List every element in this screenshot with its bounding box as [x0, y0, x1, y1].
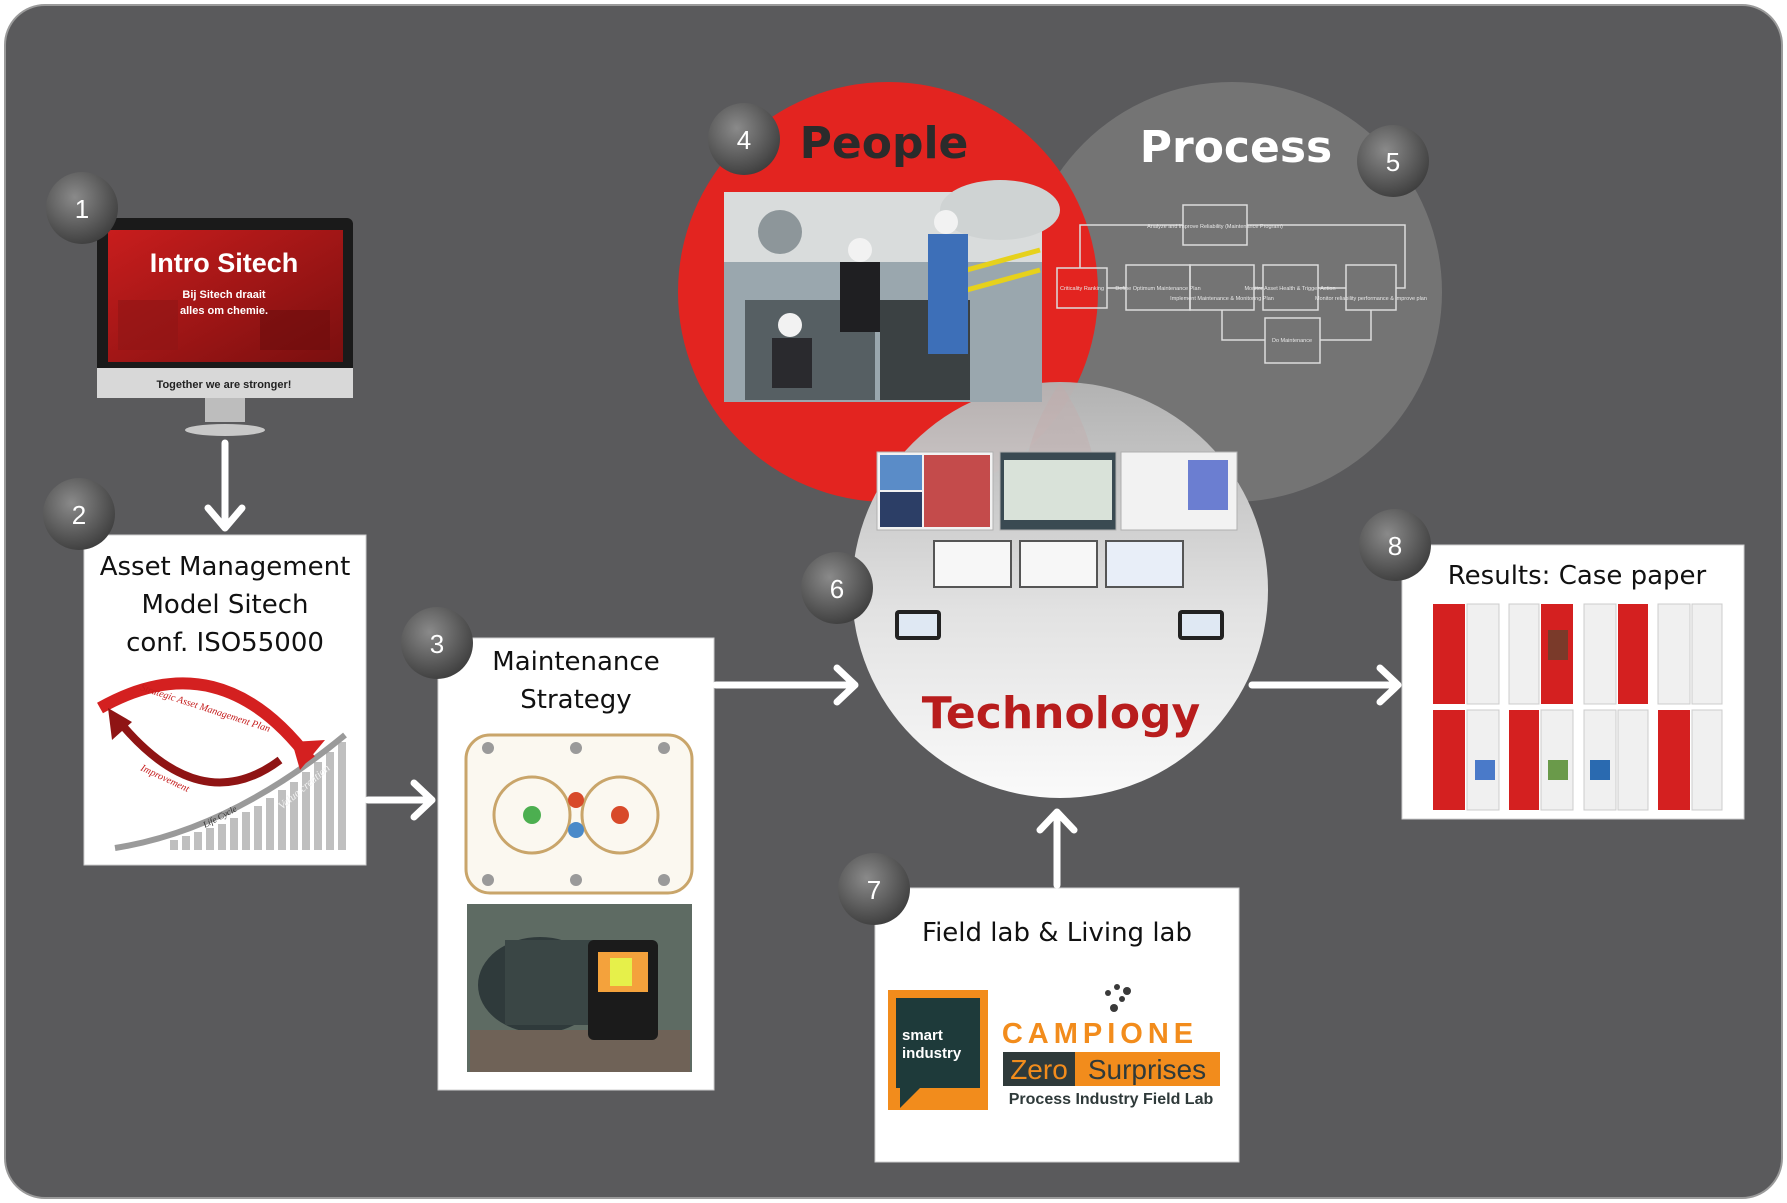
badge-4-number: 4: [737, 125, 751, 155]
process-box-analyze: Analyze and improve Reliability (Mainten…: [1147, 224, 1283, 230]
people-label: People: [800, 118, 969, 169]
maintenance-line2: Strategy: [520, 685, 631, 715]
arrow-6-to-8: [1248, 664, 1402, 706]
field-lab-label: Field lab & Living lab: [922, 918, 1192, 948]
technology-label: Technology: [922, 688, 1200, 739]
intro-subtitle-2: alles om chemie.: [180, 305, 268, 317]
maintenance-strategy-box: Maintenance Strategy: [437, 637, 715, 1091]
case-paper-thumbnails: [1433, 603, 1723, 811]
badge-8: 8: [1359, 509, 1431, 581]
process-box-implement: Implement Maintenance & Monitoring Plan: [1170, 296, 1274, 302]
asset-line2: Model Sitech: [141, 590, 308, 620]
badge-1: 1: [46, 172, 118, 244]
badge-4: 4: [708, 103, 780, 175]
intro-title: Intro Sitech: [150, 248, 299, 278]
badge-6: 6: [801, 552, 873, 624]
results-label: Results: Case paper: [1448, 561, 1707, 591]
people-photo: [724, 180, 1060, 402]
badge-3: 3: [401, 607, 473, 679]
field-lab-subtitle: Process Industry Field Lab: [1009, 1091, 1214, 1108]
badge-5: 5: [1357, 125, 1429, 197]
asset-line3: conf. ISO55000: [126, 628, 324, 658]
arrow-2-to-3: [364, 779, 436, 821]
process-box-criticality: Criticality Ranking: [1060, 286, 1104, 292]
badge-5-number: 5: [1386, 147, 1400, 177]
badge-3-number: 3: [430, 629, 444, 659]
process-flowchart-labels: Analyze and improve Reliability (Mainten…: [1060, 224, 1427, 344]
arrow-7-to-6: [1036, 808, 1078, 889]
campione-text: CAMPIONE: [1002, 1018, 1198, 1050]
asset-management-box: Asset Management Model Sitech conf. ISO5…: [83, 534, 367, 866]
badge-6-number: 6: [830, 574, 844, 604]
intro-caption: Together we are stronger!: [157, 379, 292, 391]
surprises-text: Surprises: [1088, 1054, 1206, 1085]
badge-2: 2: [43, 478, 115, 550]
process-box-monitor-reliability: Monitor reliability performance & improv…: [1315, 296, 1427, 302]
process-box-monitor-health: Monitor Asset Health & Trigger Action: [1244, 286, 1335, 292]
arrow-3-to-6: [712, 664, 859, 706]
intro-subtitle-1: Bij Sitech draait: [182, 289, 265, 301]
technology-screens: [876, 451, 1238, 640]
badge-1-number: 1: [75, 194, 89, 224]
process-label: Process: [1140, 122, 1332, 173]
field-lab-box: Field lab & Living lab smart industry CA…: [874, 887, 1240, 1163]
zero-text: Zero: [1010, 1054, 1068, 1085]
asset-line1: Asset Management: [100, 552, 351, 582]
arrow-1-to-2: [204, 439, 246, 532]
maintenance-line1: Maintenance: [492, 647, 659, 677]
step-badges: 1 2 3 4 5 6 7 8: [43, 103, 1431, 925]
results-box: Results: Case paper: [1401, 544, 1745, 820]
smart-industry-text-2: industry: [902, 1045, 962, 1062]
intro-monitor: Intro Sitech Bij Sitech draait alles om …: [97, 218, 353, 436]
process-flowchart: [1056, 204, 1406, 364]
process-box-do-maintenance: Do Maintenance: [1272, 338, 1312, 344]
flow-arrows: [204, 439, 1402, 889]
smart-industry-text-1: smart: [902, 1027, 943, 1044]
badge-8-number: 8: [1388, 531, 1402, 561]
process-box-define: Define Optimum Maintenance Plan: [1115, 286, 1200, 292]
badge-7-number: 7: [867, 875, 881, 905]
badge-7: 7: [838, 853, 910, 925]
campione-logo: CAMPIONE Zero Surprises Process Industry…: [1002, 984, 1220, 1108]
badge-2-number: 2: [72, 500, 86, 530]
